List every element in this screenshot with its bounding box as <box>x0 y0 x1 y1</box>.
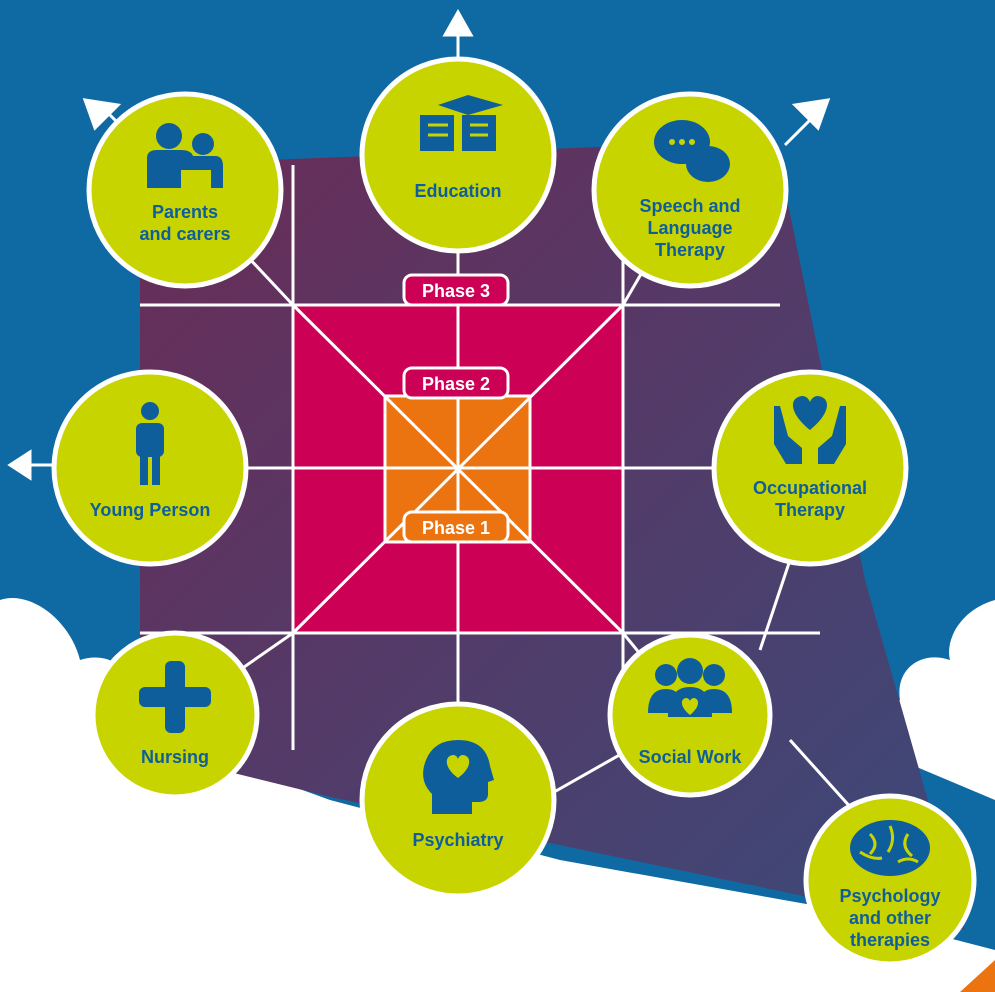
node-label-line: Parents <box>152 202 218 222</box>
arrow-up-left <box>82 98 122 131</box>
node-circle <box>591 91 789 289</box>
node-label-line: Occupational <box>753 478 867 498</box>
node-label-line: Nursing <box>141 747 209 767</box>
phase2-text: Phase 2 <box>422 374 490 394</box>
node-label-line: Language <box>647 218 732 238</box>
arrow-left <box>7 449 32 481</box>
node-circle <box>711 369 909 567</box>
arrow-up-right <box>791 98 831 131</box>
node-nursing: Nursing <box>90 630 260 800</box>
node-label-line: Therapy <box>775 500 845 520</box>
node-label-line: Speech and <box>639 196 740 216</box>
phase3-label: Phase 3 <box>402 273 510 307</box>
speech-bubbles-icon <box>654 120 730 182</box>
node-psychiatry: Psychiatry <box>359 701 557 899</box>
phase1-text: Phase 1 <box>422 518 490 538</box>
node-label-line: and carers <box>139 224 230 244</box>
person-icon <box>136 402 164 485</box>
node-label-line: Psychology <box>839 886 940 906</box>
heart-hands-icon <box>774 396 846 464</box>
arrows <box>7 8 831 481</box>
phase1-label: Phase 1 <box>402 510 510 544</box>
phase3-text: Phase 3 <box>422 281 490 301</box>
head-heart-icon <box>423 740 494 814</box>
node-label-line: Psychiatry <box>412 830 503 850</box>
node-label-line: Education <box>414 181 501 201</box>
phase2-label: Phase 2 <box>402 366 510 400</box>
node-label-line: Young Person <box>90 500 211 520</box>
plus-cross-icon <box>139 661 211 733</box>
node-label-line: therapies <box>850 930 930 950</box>
graduation-book-icon <box>420 95 503 151</box>
node-circle <box>86 91 284 289</box>
node-circle <box>803 793 977 967</box>
parent-child-icon <box>147 123 223 188</box>
group-heart-icon <box>648 658 732 717</box>
node-circle <box>359 56 557 254</box>
brain-icon <box>850 820 930 876</box>
node-young-person: Young Person <box>51 369 249 567</box>
node-circle <box>51 369 249 567</box>
node-label-line: and other <box>849 908 931 928</box>
node-label-line: Therapy <box>655 240 725 260</box>
node-label-line: Social Work <box>639 747 743 767</box>
corner-decoration <box>960 960 995 992</box>
node-social-work: Social Work <box>607 632 773 798</box>
arrow-up <box>442 8 474 37</box>
node-education: Education <box>359 56 557 254</box>
